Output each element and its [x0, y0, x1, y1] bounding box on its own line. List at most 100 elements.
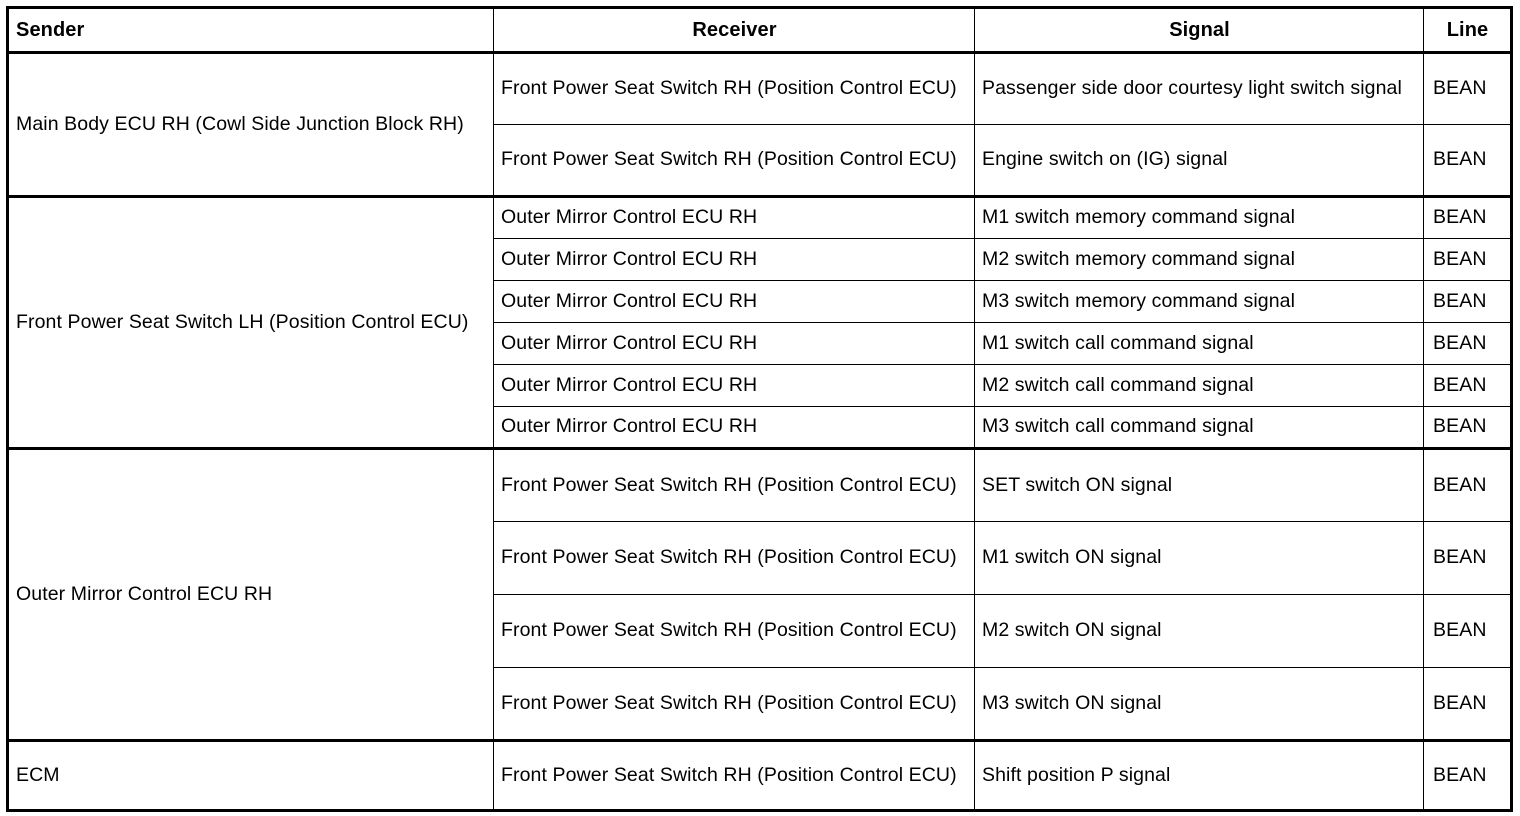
cell-receiver: Outer Mirror Control ECU RH — [493, 238, 975, 281]
line-text: BEAN — [1433, 763, 1487, 786]
table-row: Front Power Seat Switch RH (Position Con… — [8, 124, 1512, 198]
cell-signal: M3 switch ON signal — [974, 667, 1424, 742]
cell-receiver: Front Power Seat Switch RH (Position Con… — [493, 521, 975, 595]
column-header-receiver: Receiver — [493, 7, 975, 54]
cell-receiver: Front Power Seat Switch RH (Position Con… — [493, 124, 975, 198]
table-row: Outer Mirror Control ECU RH M2 switch mem… — [8, 238, 1512, 281]
header-row: Sender Receiver Signal Line — [7, 7, 1512, 54]
cell-line: BEAN — [1423, 447, 1512, 522]
receiver-text: Outer Mirror Control ECU RH — [501, 331, 758, 354]
signal-text: M3 switch memory command signal — [982, 289, 1296, 312]
cell-signal: M2 switch memory command signal — [974, 238, 1424, 281]
cell-signal: M3 switch call command signal — [974, 406, 1424, 450]
sender-text: ECM — [16, 763, 60, 786]
receiver-text: Front Power Seat Switch RH (Position Con… — [501, 691, 957, 714]
receiver-text: Front Power Seat Switch RH (Position Con… — [501, 619, 957, 642]
signal-text: Engine switch on (IG) signal — [982, 148, 1228, 171]
signal-text: M2 switch call command signal — [982, 373, 1254, 396]
cell-line: BEAN — [1423, 280, 1512, 323]
cell-receiver: Outer Mirror Control ECU RH — [493, 364, 975, 407]
receiver-text: Front Power Seat Switch RH (Position Con… — [501, 763, 957, 786]
signal-text: M1 switch call command signal — [982, 331, 1254, 354]
cell-receiver: Outer Mirror Control ECU RH — [493, 195, 975, 239]
cell-sender: Outer Mirror Control ECU RH — [7, 447, 494, 742]
table-row: Outer Mirror Control ECU RH M1 switch cal… — [8, 322, 1512, 365]
sender-text: Outer Mirror Control ECU RH — [16, 582, 273, 605]
line-text: BEAN — [1433, 148, 1487, 171]
cell-signal: M1 switch call command signal — [974, 322, 1424, 365]
cell-sender: ECM — [7, 739, 494, 812]
cell-signal: SET switch ON signal — [974, 447, 1424, 522]
cell-sender: Front Power Seat Switch LH (Position Con… — [7, 195, 494, 450]
cell-receiver: Front Power Seat Switch RH (Position Con… — [493, 739, 975, 812]
cell-receiver: Front Power Seat Switch RH (Position Con… — [493, 667, 975, 742]
cell-line: BEAN — [1423, 521, 1512, 595]
cell-receiver: Front Power Seat Switch RH (Position Con… — [493, 447, 975, 522]
line-text: BEAN — [1433, 331, 1487, 354]
receiver-text: Front Power Seat Switch RH (Position Con… — [501, 473, 957, 496]
table-row: Outer Mirror Control ECU RH M3 switch mem… — [8, 280, 1512, 323]
table-row: Outer Mirror Control ECU RH Front Power S… — [7, 447, 1512, 742]
column-header-sender: Sender — [7, 7, 494, 54]
cell-line: BEAN — [1423, 406, 1512, 450]
line-text: BEAN — [1433, 473, 1487, 496]
signal-text: M1 switch memory command signal — [982, 206, 1296, 229]
cell-line: BEAN — [1423, 739, 1512, 812]
line-text: BEAN — [1433, 77, 1487, 100]
signal-text: M2 switch ON signal — [982, 619, 1162, 642]
cell-signal: M2 switch call command signal — [974, 364, 1424, 407]
cell-signal: M2 switch ON signal — [974, 594, 1424, 668]
sender-text: Main Body ECU RH (Cowl Side Junction Blo… — [16, 112, 464, 135]
communication-table: Sender Receiver Signal Line Main Body EC… — [6, 6, 1513, 812]
cell-receiver: Outer Mirror Control ECU RH — [493, 280, 975, 323]
cell-sender: Main Body ECU RH (Cowl Side Junction Blo… — [7, 51, 494, 198]
cell-line: BEAN — [1423, 594, 1512, 668]
table-row: Front Power Seat Switch RH (Position Con… — [8, 667, 1512, 742]
cell-signal: Passenger side door courtesy light switc… — [974, 51, 1424, 125]
signal-text: Shift position P signal — [982, 763, 1171, 786]
cell-signal: M3 switch memory command signal — [974, 280, 1424, 323]
cell-line: BEAN — [1423, 195, 1512, 239]
line-text: BEAN — [1433, 619, 1487, 642]
line-text: BEAN — [1433, 415, 1487, 438]
receiver-text: Outer Mirror Control ECU RH — [501, 289, 758, 312]
cell-receiver: Front Power Seat Switch RH (Position Con… — [493, 594, 975, 668]
table-row: Front Power Seat Switch RH (Position Con… — [8, 594, 1512, 668]
line-text: BEAN — [1433, 546, 1487, 569]
signal-text: Passenger side door courtesy light switc… — [982, 77, 1402, 100]
table-row: Main Body ECU RH (Cowl Side Junction Blo… — [7, 51, 1512, 198]
receiver-text: Front Power Seat Switch RH (Position Con… — [501, 77, 957, 100]
cell-signal: Engine switch on (IG) signal — [974, 124, 1424, 198]
table-row: Front Power Seat Switch RH (Position Con… — [8, 521, 1512, 595]
cell-line: BEAN — [1423, 238, 1512, 281]
table-row: Outer Mirror Control ECU RH M2 switch cal… — [8, 364, 1512, 407]
line-text: BEAN — [1433, 691, 1487, 714]
receiver-text: Front Power Seat Switch RH (Position Con… — [501, 546, 957, 569]
receiver-text: Outer Mirror Control ECU RH — [501, 373, 758, 396]
table-header: Sender Receiver Signal Line — [7, 7, 1512, 54]
table-row: Outer Mirror Control ECU RH M3 switch cal… — [8, 406, 1512, 450]
line-text: BEAN — [1433, 289, 1487, 312]
column-header-line: Line — [1423, 7, 1512, 54]
cell-line: BEAN — [1423, 51, 1512, 125]
cell-line: BEAN — [1423, 667, 1512, 742]
line-text: BEAN — [1433, 373, 1487, 396]
signal-text: SET switch ON signal — [982, 473, 1173, 496]
signal-text: M3 switch call command signal — [982, 415, 1254, 438]
receiver-text: Outer Mirror Control ECU RH — [501, 247, 758, 270]
cell-signal: M1 switch ON signal — [974, 521, 1424, 595]
table-body: Main Body ECU RH (Cowl Side Junction Blo… — [7, 51, 1512, 812]
column-header-signal: Signal — [974, 7, 1424, 54]
signal-text: M1 switch ON signal — [982, 546, 1162, 569]
receiver-text: Front Power Seat Switch RH (Position Con… — [501, 148, 957, 171]
cell-receiver: Outer Mirror Control ECU RH — [493, 406, 975, 450]
cell-signal: Shift position P signal — [974, 739, 1424, 812]
signal-text: M3 switch ON signal — [982, 691, 1162, 714]
cell-signal: M1 switch memory command signal — [974, 195, 1424, 239]
line-text: BEAN — [1433, 247, 1487, 270]
receiver-text: Outer Mirror Control ECU RH — [501, 415, 758, 438]
signal-text: M2 switch memory command signal — [982, 247, 1296, 270]
receiver-text: Outer Mirror Control ECU RH — [501, 206, 758, 229]
cell-line: BEAN — [1423, 364, 1512, 407]
sender-text: Front Power Seat Switch LH (Position Con… — [16, 310, 469, 333]
